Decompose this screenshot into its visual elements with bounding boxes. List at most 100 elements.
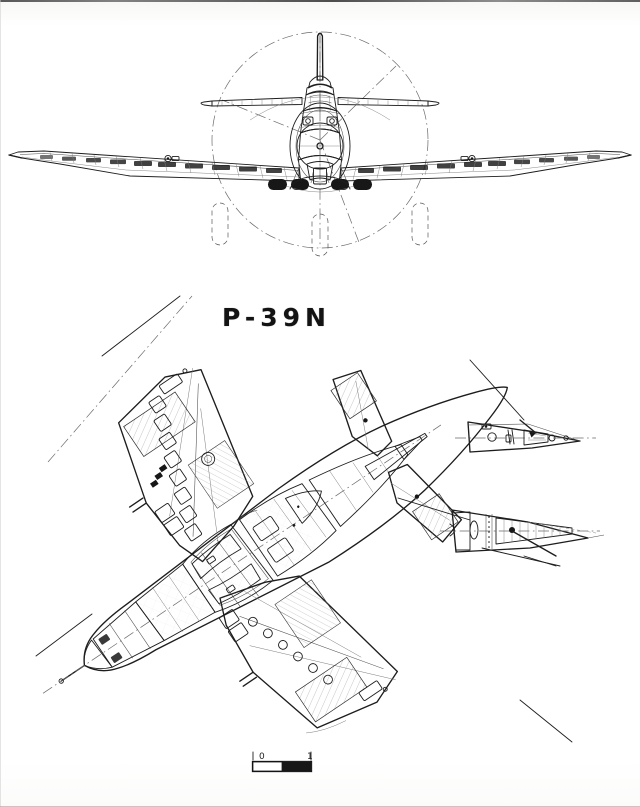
wing-access-panels bbox=[148, 395, 202, 542]
nose-extension-leader bbox=[101, 295, 181, 357]
wing-gun-bay-hatch bbox=[228, 622, 249, 642]
nose-gun-trough bbox=[110, 652, 123, 663]
prop-arc-spoke bbox=[319, 139, 361, 246]
wing-gun-blast-marks bbox=[150, 464, 168, 488]
nose-wheel-bay bbox=[313, 167, 327, 185]
scale-label-zero: 0 bbox=[259, 752, 265, 762]
inset-rivet-line-upper bbox=[488, 516, 490, 548]
stabiliser-tip-right bbox=[427, 100, 440, 107]
wing-right-leading-panel bbox=[340, 153, 621, 171]
wing-light-left-lens bbox=[166, 157, 170, 160]
wing-left-panel-line bbox=[21, 156, 300, 178]
nose-contour bbox=[289, 102, 351, 190]
wing-near bbox=[219, 575, 399, 734]
wing-far bbox=[117, 368, 255, 563]
tail-axis-leader bbox=[519, 699, 573, 743]
inset-panel bbox=[481, 423, 492, 430]
carb-intake-fairing bbox=[285, 490, 322, 524]
scale-label-one: 1 bbox=[307, 752, 313, 762]
canopy-frame bbox=[328, 95, 331, 111]
inset-upper-leader bbox=[469, 359, 525, 421]
nose-gun-muzzle bbox=[305, 118, 311, 124]
inset-lower-outline bbox=[451, 509, 589, 553]
construction-arc bbox=[249, 96, 391, 121]
main-wheel-dashed-right bbox=[411, 202, 429, 246]
nose-axis-leader bbox=[47, 295, 193, 463]
wingtip-detail-lower bbox=[440, 509, 605, 567]
front-elevation-view bbox=[8, 31, 632, 257]
wing-right-panel-line bbox=[340, 156, 619, 178]
inset-lightening-hole bbox=[469, 520, 479, 540]
nose-wheel-dashed bbox=[311, 213, 329, 257]
nose-gun-port bbox=[326, 116, 338, 126]
nose-gun-port bbox=[302, 116, 314, 126]
flap bbox=[274, 579, 341, 648]
sheet-left-edge bbox=[0, 0, 1, 807]
plan-top-view bbox=[42, 368, 508, 734]
wing-extension-leader bbox=[35, 613, 93, 657]
page-title: P-39N bbox=[222, 303, 331, 332]
inset-rib-ticks bbox=[503, 519, 561, 543]
nose-panels bbox=[92, 563, 216, 668]
inset-linkage bbox=[523, 555, 557, 567]
tailplane-hinge bbox=[414, 494, 420, 499]
wing-panel-line bbox=[169, 368, 193, 517]
wingtip-light-bay bbox=[159, 373, 183, 395]
stabiliser-tip-left bbox=[200, 100, 213, 107]
spinner bbox=[308, 75, 332, 89]
aileron bbox=[294, 656, 368, 723]
nose-panel-line bbox=[298, 124, 342, 129]
wing-machine-gun-barrel bbox=[128, 497, 147, 513]
inset-inspection-port bbox=[487, 432, 497, 442]
wing-light-right-lens bbox=[470, 157, 474, 160]
canopy-frame bbox=[309, 95, 312, 111]
nose-gun-muzzle bbox=[329, 118, 335, 124]
inset-aileron-bay bbox=[495, 517, 573, 545]
propeller-blade bbox=[316, 32, 324, 81]
inset-hidden-edge bbox=[527, 521, 597, 534]
inset-aileron-pushrod bbox=[511, 530, 557, 557]
wing-gun-bay-hatch bbox=[219, 609, 240, 629]
nose-panel-line bbox=[299, 110, 341, 115]
wing-light-right bbox=[468, 154, 476, 163]
wingtip-detail-upper bbox=[455, 419, 596, 453]
scale-bar-group bbox=[251, 751, 313, 773]
main-wheel-dashed-left bbox=[211, 202, 229, 246]
inset-spar-web bbox=[485, 514, 493, 549]
wingtip-nav-light bbox=[182, 368, 188, 374]
wing-right-tip bbox=[617, 154, 632, 159]
inset-lower-tip bbox=[587, 534, 605, 539]
wingtip-light-bay bbox=[358, 680, 383, 701]
skin-texture bbox=[138, 491, 320, 639]
wing-left-leading-panel bbox=[19, 153, 300, 171]
tailcone bbox=[394, 436, 423, 460]
canopy-glazing bbox=[190, 528, 269, 606]
inset-gun-bay bbox=[523, 429, 549, 446]
rear-fuselage bbox=[308, 432, 428, 527]
wing-light-left bbox=[164, 154, 172, 163]
tailplane-hinge bbox=[363, 418, 368, 423]
wing-panel-line bbox=[249, 645, 396, 681]
nose-cap bbox=[83, 639, 113, 670]
wing-right-rib-lines bbox=[352, 152, 591, 180]
scale-bar-segment-black bbox=[282, 762, 311, 771]
nose-contour-inner bbox=[295, 109, 345, 183]
fuel-filler-port bbox=[201, 451, 216, 466]
prop-arc-spoke bbox=[221, 99, 321, 141]
wing-panel-left bbox=[171, 156, 180, 162]
nose-gun-trough bbox=[98, 634, 110, 645]
construction-arc bbox=[285, 185, 355, 193]
wing-gun-bay-hatch bbox=[163, 516, 184, 536]
wing-left-tip bbox=[8, 154, 23, 159]
wingtip-nav-light bbox=[382, 686, 388, 692]
scale-bar-frame bbox=[251, 760, 313, 773]
wing-panel-right bbox=[460, 156, 469, 162]
inset-lower-leader bbox=[397, 497, 471, 521]
inset-nav-light bbox=[548, 434, 556, 442]
propeller-arc-circle bbox=[211, 31, 429, 249]
horizontal-tail-far bbox=[330, 369, 393, 457]
inset-upper-outline bbox=[467, 421, 581, 453]
wing-inspection-ports bbox=[247, 616, 333, 685]
